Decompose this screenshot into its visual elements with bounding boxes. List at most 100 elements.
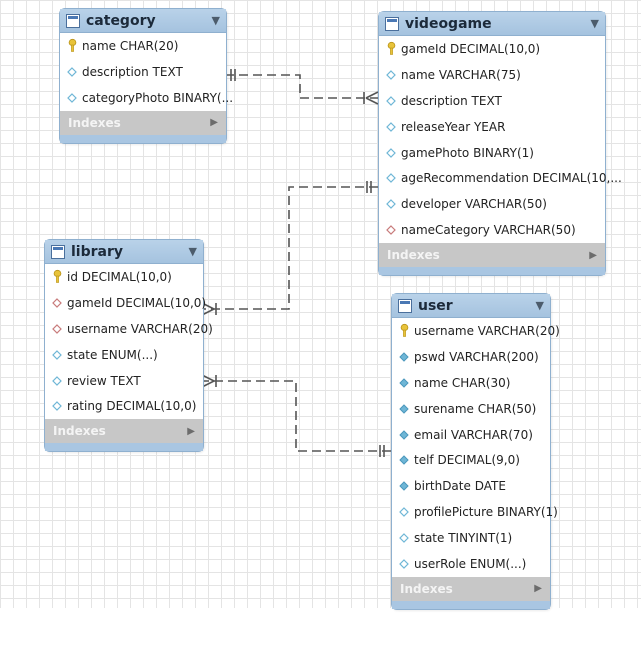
table-header[interactable]: library ▼ [45,240,203,264]
column-label: email VARCHAR(70) [414,427,533,442]
column-row[interactable]: rating DECIMAL(10,0) [45,393,203,419]
table-user[interactable]: user ▼ username VARCHAR(20)pswd VARCHAR(… [391,293,560,610]
column-row[interactable]: releaseYear YEAR [379,114,605,140]
primary-key-icon [385,42,397,56]
table-videogame[interactable]: videogame ▼ gameId DECIMAL(10,0)name VAR… [378,11,622,277]
nullable-column-icon [385,121,397,133]
column-row[interactable]: surename CHAR(50) [392,396,550,422]
column-row[interactable]: birthDate DATE [392,473,550,499]
column-row[interactable]: categoryPhoto BINARY(... [60,85,233,111]
table-footer [392,600,550,609]
indexes-section[interactable]: Indexes ▶ [45,419,203,444]
column-label: nameCategory VARCHAR(50) [401,223,576,238]
nullable-column-icon [66,92,78,104]
column-label: birthDate DATE [414,479,506,494]
column-row[interactable]: username VARCHAR(20) [45,316,213,342]
column-row[interactable]: userRole ENUM(...) [392,551,550,577]
column-label: description TEXT [82,64,183,79]
column-row[interactable]: review TEXT [45,368,203,394]
table-header[interactable]: category ▼ [60,9,226,33]
column-label: description TEXT [401,93,502,108]
column-label: review TEXT [67,373,141,388]
column-list: name CHAR(20) description TEXT categoryPho… [60,33,233,111]
nullable-column-icon [51,400,63,412]
indexes-label: Indexes [387,248,440,263]
column-row[interactable]: gameId DECIMAL(10,0) [45,290,206,316]
expand-arrow-icon[interactable]: ▶ [589,249,597,261]
column-row[interactable]: ageRecommendation DECIMAL(10,... [379,165,622,191]
nullable-column-icon [398,532,410,544]
column-row[interactable]: description TEXT [379,88,605,114]
column-label: gamePhoto BINARY(1) [401,145,534,160]
nullable-column-icon [51,375,63,387]
table-category[interactable]: category ▼ name CHAR(20) description TEXT… [59,8,233,144]
indexes-label: Indexes [68,115,121,130]
expand-arrow-icon[interactable]: ▶ [210,117,218,129]
table-icon [66,13,80,28]
column-row[interactable]: state ENUM(...) [45,342,203,368]
collapse-caret-icon[interactable]: ▼ [590,17,599,30]
nullable-column-icon [385,69,397,81]
column-label: telf DECIMAL(9,0) [414,453,520,468]
column-row[interactable]: email VARCHAR(70) [392,422,550,448]
collapse-caret-icon[interactable]: ▼ [188,245,197,258]
indexes-section[interactable]: Indexes ▶ [392,576,550,601]
indexes-label: Indexes [53,424,106,439]
table-icon [51,244,65,259]
column-label: username VARCHAR(20) [67,321,213,336]
not-null-column-icon [398,403,410,415]
column-row[interactable]: telf DECIMAL(9,0) [392,447,550,473]
column-row[interactable]: name VARCHAR(75) [379,62,605,88]
column-row[interactable]: id DECIMAL(10,0) [45,264,203,290]
column-row[interactable]: pswd VARCHAR(200) [392,344,550,370]
indexes-section[interactable]: Indexes ▶ [60,110,226,135]
column-list: id DECIMAL(10,0) gameId DECIMAL(10,0) user… [45,264,213,419]
column-row[interactable]: nameCategory VARCHAR(50) [379,217,605,243]
column-row[interactable]: description TEXT [60,59,226,85]
column-list: gameId DECIMAL(10,0)name VARCHAR(75) desc… [379,36,622,243]
column-row[interactable]: developer VARCHAR(50) [379,191,605,217]
column-label: name CHAR(20) [82,38,179,53]
connector-user-library[interactable] [201,374,391,457]
not-null-column-icon [398,351,410,363]
nullable-column-icon [385,172,397,184]
foreign-key-icon [51,323,63,335]
table-footer [45,443,203,452]
nullable-column-icon [66,66,78,78]
column-row[interactable]: gameId DECIMAL(10,0) [379,36,605,62]
primary-key-icon [66,39,78,53]
nullable-column-icon [385,198,397,210]
column-row[interactable]: name CHAR(20) [60,33,226,59]
canvas-bottom-margin [0,608,641,648]
primary-key-icon [51,270,63,284]
column-label: id DECIMAL(10,0) [67,269,172,284]
column-row[interactable]: username VARCHAR(20) [392,318,560,344]
table-icon [385,16,399,31]
connector-category-videogame[interactable] [225,69,379,105]
table-library[interactable]: library ▼ id DECIMAL(10,0) gameId DECIMAL… [44,239,213,453]
indexes-section[interactable]: Indexes ▶ [379,243,605,268]
table-header[interactable]: user ▼ [392,294,550,318]
column-label: developer VARCHAR(50) [401,197,547,212]
not-null-column-icon [398,377,410,389]
column-row[interactable]: state TINYINT(1) [392,525,550,551]
not-null-column-icon [398,480,410,492]
table-title: library [71,243,124,260]
column-label: userRole ENUM(...) [414,556,527,571]
column-row[interactable]: name CHAR(30) [392,370,550,396]
collapse-caret-icon[interactable]: ▼ [211,14,220,27]
expand-arrow-icon[interactable]: ▶ [534,583,542,595]
column-row[interactable]: profilePicture BINARY(1) [392,499,558,525]
foreign-key-icon [51,297,63,309]
table-title: category [86,12,156,29]
column-label: profilePicture BINARY(1) [414,505,558,520]
connector-videogame-library[interactable] [201,181,378,316]
table-header[interactable]: videogame ▼ [379,12,605,36]
column-label: rating DECIMAL(10,0) [67,399,197,414]
nullable-column-icon [385,95,397,107]
collapse-caret-icon[interactable]: ▼ [535,299,544,312]
table-footer [379,267,605,276]
foreign-key-icon [385,224,397,236]
column-row[interactable]: gamePhoto BINARY(1) [379,140,605,166]
expand-arrow-icon[interactable]: ▶ [187,425,195,437]
